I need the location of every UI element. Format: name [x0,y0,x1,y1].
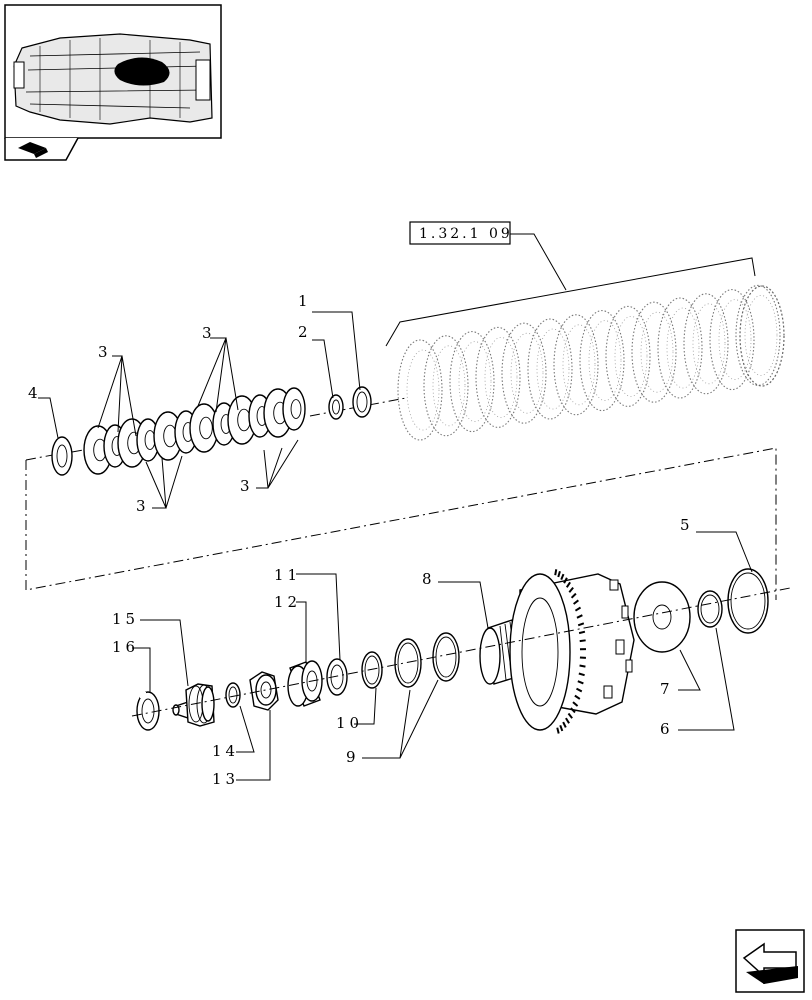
clutch-disc [423,335,469,437]
clutch-disc [527,318,573,420]
part-15-piston[interactable] [172,683,215,727]
callout-15[interactable]: 15 [112,610,139,628]
clutch-disc [709,289,755,391]
clutch-disc [475,326,521,428]
part-8-clutch-drum[interactable] [479,569,635,734]
clutch-disc [605,305,651,407]
part-2-snap-ring[interactable] [328,394,344,420]
callout-13[interactable]: 13 [212,770,239,788]
callout-7[interactable]: 7 [660,680,670,698]
clutch-disc [501,322,547,424]
callout-2[interactable]: 2 [298,323,308,341]
callout-labels: 1 2 3 3 3 3 4 5 6 7 8 9 10 11 12 13 14 1… [28,292,690,788]
callout-8[interactable]: 8 [422,570,432,588]
clutch-disc [657,297,703,399]
transmission-thumbnail [13,33,213,125]
part-3-spring-stack[interactable] [83,387,306,475]
assembly-frame [25,447,777,600]
part-9-seal-rings[interactable] [394,632,460,688]
callout-10[interactable]: 10 [336,714,363,732]
callout-3-bottom-right[interactable]: 3 [240,477,250,495]
spring-disc [282,387,306,431]
clutch-disc [631,301,677,403]
callout-4[interactable]: 4 [28,384,38,402]
thumbnail-panel[interactable] [4,4,222,161]
part-14-o-ring[interactable] [225,682,241,708]
clutch-disc [553,314,599,416]
clutch-disc [579,310,625,412]
callout-12[interactable]: 12 [274,593,301,611]
part-1-ring[interactable] [352,386,372,418]
catalog-book-icon [18,142,48,158]
callout-14[interactable]: 14 [212,742,239,760]
part-4-washer[interactable] [51,436,73,476]
part-13-nut[interactable] [249,671,279,711]
part-5-ring[interactable] [727,568,769,634]
reference-box-label: 1.32.1 09 [419,226,513,242]
next-page-arrow-icon[interactable] [735,929,805,993]
callout-11[interactable]: 11 [274,566,301,584]
callout-16[interactable]: 16 [112,638,139,656]
clutch-disc-pack [397,284,785,441]
part-7-thrust-washer[interactable] [633,581,691,653]
clutch-disc [683,293,729,395]
clutch-disc [397,339,443,441]
part-10-snap-ring[interactable] [361,651,383,689]
leader-lines [38,311,753,781]
clutch-disc [449,331,495,433]
callout-5[interactable]: 5 [680,516,690,534]
callout-3-bottom-left[interactable]: 3 [136,497,146,515]
clutch-disc [735,284,781,386]
callout-3-top-right[interactable]: 3 [202,324,212,342]
part-6-ring[interactable] [697,590,723,628]
callout-6[interactable]: 6 [660,720,670,738]
callout-9[interactable]: 9 [346,748,356,766]
callout-3-top-left[interactable]: 3 [98,343,108,361]
part-12-bushing[interactable] [287,660,323,707]
reference-box[interactable]: 1.32.1 09 [409,221,513,245]
callout-1[interactable]: 1 [298,292,308,310]
lower-axis [131,587,791,717]
